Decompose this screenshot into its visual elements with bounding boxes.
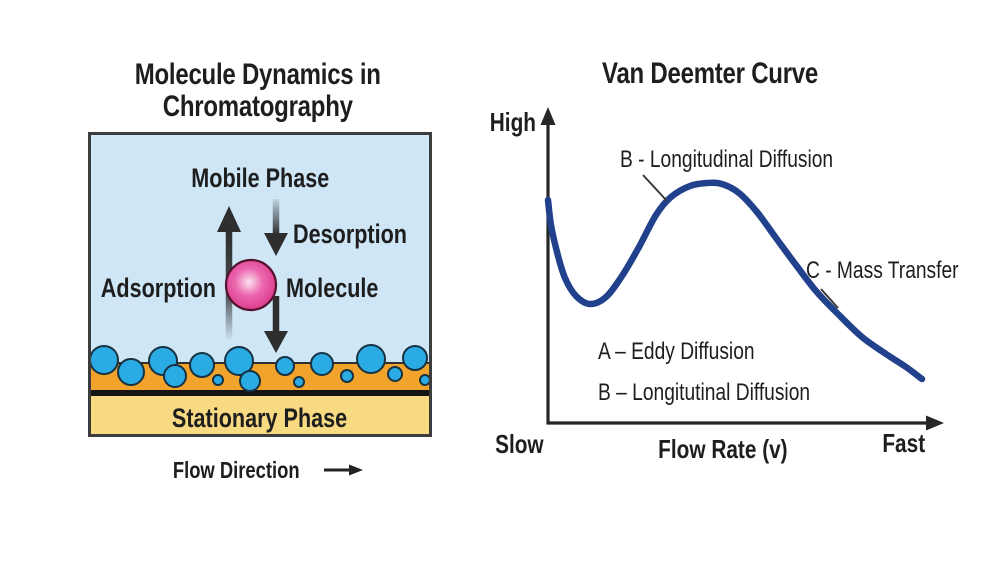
flow-direction: Flow Direction <box>88 455 432 485</box>
bubble <box>310 352 334 376</box>
x-axis-fast-label: Fast <box>882 428 926 458</box>
left-title-line1: Molecule Dynamics in <box>135 58 381 91</box>
bubble <box>356 344 386 374</box>
desorption-arrow-upper-icon <box>264 199 288 256</box>
bubble <box>402 345 428 371</box>
chromatography-diagram: Mobile Phase Desorption Adsorption Molec… <box>88 132 432 437</box>
legend-longitudinal-diffusion: B – Longitutinal Diffusion <box>598 379 811 406</box>
annotation-longitudinal-diffusion: B - Longitudinal Diffusion <box>620 146 834 173</box>
bubble <box>189 352 215 378</box>
flow-direction-arrow-icon <box>323 464 363 476</box>
mobile-phase-label: Mobile Phase <box>190 163 330 193</box>
bubble <box>91 345 119 375</box>
left-title-line2: Chromatography <box>163 90 353 123</box>
van-deemter-plot <box>540 107 944 431</box>
flow-direction-label: Flow Direction <box>173 456 300 483</box>
x-axis-slow-label: Slow <box>494 429 544 459</box>
right-title-text: Van Deemter Curve <box>601 57 819 90</box>
molecule-label: Molecule <box>286 273 379 303</box>
chromatography-graphic <box>91 135 429 434</box>
stationary-bottom-band <box>91 396 429 434</box>
bubble <box>224 346 254 376</box>
annotation-mass-transfer: C - Mass Transfer <box>806 257 959 284</box>
x-axis-arrow-icon <box>926 415 944 431</box>
y-axis-high-label: High <box>489 107 537 137</box>
bubbles-group <box>91 344 429 392</box>
y-axis-arrow-icon <box>540 107 556 125</box>
right-panel-title: Van Deemter Curve <box>535 57 885 93</box>
band-separator <box>91 390 429 396</box>
annotation-leader-b <box>642 174 668 202</box>
left-panel-title: Molecule Dynamics in Chromatography <box>58 58 458 125</box>
bubble <box>239 370 261 392</box>
van-deemter-curve <box>544 179 926 383</box>
desorption-label: Desorption <box>293 219 408 249</box>
bubble <box>117 358 145 386</box>
adsorption-label: Adsorption <box>100 273 216 303</box>
bubble <box>275 356 295 376</box>
legend-eddy-diffusion: A – Eddy Diffusion <box>598 338 755 365</box>
desorption-arrow-lower-icon <box>264 296 288 353</box>
bubble <box>212 374 224 386</box>
bubble <box>387 366 403 382</box>
x-axis-title: Flow Rate (v) <box>658 434 788 464</box>
annotation-leader-c <box>820 288 839 309</box>
bubble <box>419 374 429 386</box>
bubble <box>163 364 187 388</box>
bubble <box>293 376 305 388</box>
band-top-line <box>91 362 429 364</box>
bubble <box>340 369 354 383</box>
molecule-circle <box>224 258 278 312</box>
stationary-phase-label: Stationary Phase <box>172 403 348 433</box>
